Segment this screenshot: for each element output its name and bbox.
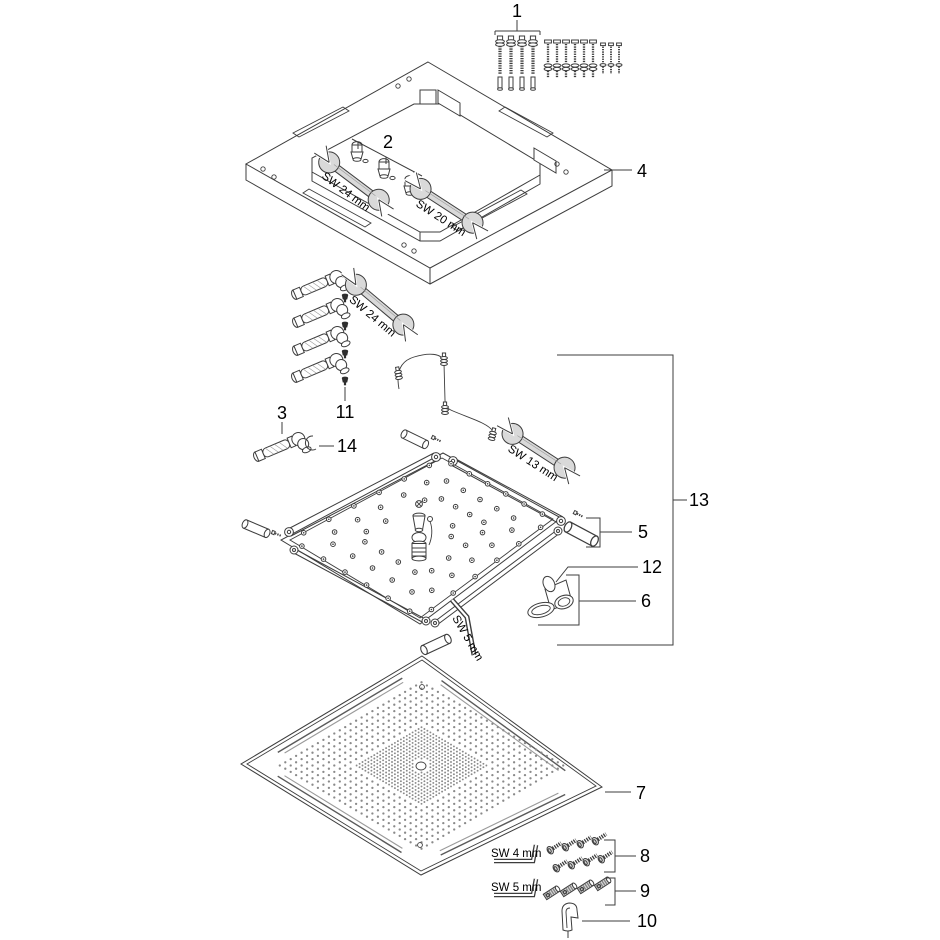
callout-9: 9	[640, 881, 650, 901]
central-valve	[411, 500, 433, 562]
callout-1-leader	[494, 20, 541, 35]
callout-12: 12	[642, 557, 662, 577]
callout-8: 8	[640, 846, 650, 866]
cable-assembly	[393, 352, 499, 442]
allen-sw4-label: SW 4 mm	[491, 848, 541, 860]
callout-2-leader	[351, 138, 423, 180]
wrench-sw13-icon: SW 13 mm	[490, 413, 587, 489]
callout-6: 6	[641, 591, 651, 611]
callout-2: 2	[383, 132, 393, 152]
callout-5: 5	[638, 522, 648, 542]
callout-12-leader	[555, 566, 638, 583]
part-3-hose-group	[289, 267, 352, 394]
callout-1: 1	[512, 1, 522, 21]
callout-9-leader	[605, 877, 636, 906]
part-5-pin-set	[561, 509, 601, 549]
callout-3: 3	[277, 403, 287, 423]
part-6-elbow-fitting	[542, 575, 574, 611]
callout-13: 13	[689, 490, 709, 510]
part-7-shower-panel	[240, 655, 603, 876]
part-1-fastener-set	[494, 34, 623, 92]
allen-sw5b-label: SW 5 mm	[491, 882, 541, 894]
callout-11: 11	[336, 402, 355, 422]
callout-14: 14	[337, 436, 357, 456]
part-13-body-assembly	[240, 428, 566, 628]
part-3-single-hose	[251, 429, 313, 473]
part-4-mounting-frame	[244, 61, 614, 285]
callout-7: 7	[636, 783, 646, 803]
part-10-hook-pin	[561, 902, 579, 938]
allen-key-sw4-icon: SW 4 mm	[491, 844, 541, 864]
callout-4: 4	[637, 161, 647, 181]
callout-10: 10	[637, 911, 657, 931]
allen-key-sw5b-icon: SW 5 mm	[491, 878, 541, 898]
part-8-screw-set	[543, 828, 617, 876]
part-14-retaining-clip	[304, 435, 317, 451]
callout-8-leader	[604, 839, 636, 873]
callout-5-leader	[586, 517, 632, 548]
part-12-seal-ring	[527, 601, 555, 619]
part-9-grub-screws	[543, 876, 611, 899]
callout-13-leader	[557, 354, 687, 646]
callout-6-leader	[538, 574, 636, 626]
